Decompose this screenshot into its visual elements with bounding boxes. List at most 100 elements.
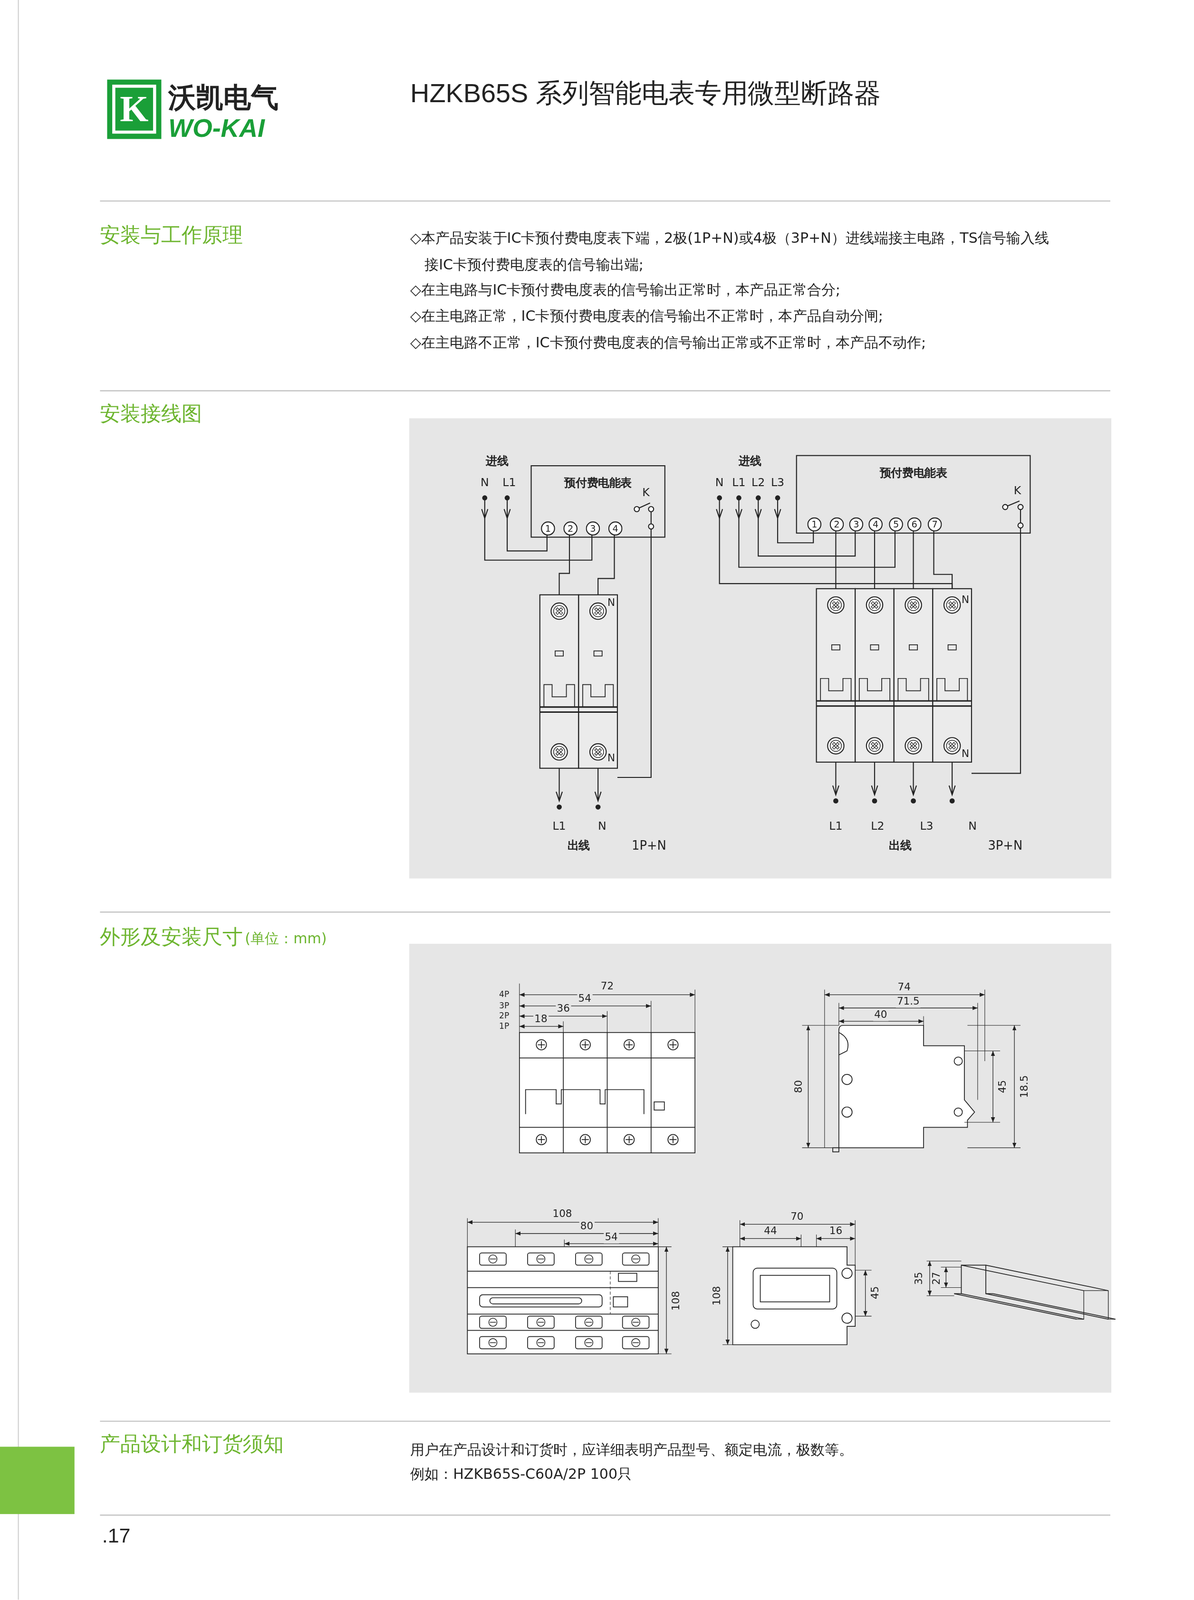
meter-side-drawing xyxy=(740,1238,802,1240)
wiring-3p-n xyxy=(910,762,917,804)
wiring-1p-n xyxy=(634,506,640,512)
dimension: 36 xyxy=(555,1003,571,1015)
brand-name: 沃凯电气 xyxy=(168,81,279,115)
logo-letter: K xyxy=(112,84,156,134)
meter-front-drawing xyxy=(575,1316,603,1329)
wiring-3p-n xyxy=(934,530,953,589)
meter-front-drawing xyxy=(575,1337,603,1350)
wiring-3p-n xyxy=(894,588,934,763)
wiring-3p-n xyxy=(871,762,878,804)
wire-label: L1 xyxy=(552,819,566,834)
terminal-number: 4 xyxy=(608,521,623,536)
terminal-number: 3 xyxy=(585,521,600,536)
meter-front-drawing xyxy=(527,1253,555,1266)
meter-front-drawing xyxy=(467,1218,672,1355)
wiring-3p-n xyxy=(755,495,762,519)
side-view-drawing xyxy=(824,990,985,1149)
meter-front-drawing xyxy=(527,1316,555,1329)
dimension: 80 xyxy=(793,1079,805,1095)
din-rail-drawing xyxy=(929,1261,930,1297)
meter-front-drawing xyxy=(609,1271,611,1315)
front-view-drawing xyxy=(519,1005,652,1007)
meter-side-drawing xyxy=(865,1270,866,1317)
body-text: 例如：HZKB65S-C60A/2P 100只 xyxy=(410,1465,632,1483)
meter-side-drawing xyxy=(841,1268,852,1279)
front-view-drawing xyxy=(536,1039,547,1050)
front-view-drawing xyxy=(519,1026,564,1027)
wiring-3p-n xyxy=(735,495,742,519)
wiring-1p-n xyxy=(650,511,652,525)
dimension: 72 xyxy=(599,981,616,993)
page-number: .17 xyxy=(102,1523,131,1549)
terminal-number: 2 xyxy=(563,521,578,536)
meter-front-drawing xyxy=(479,1253,507,1266)
dimension: 108 xyxy=(551,1209,573,1221)
meter-side-drawing xyxy=(732,1247,856,1346)
meter-box: 预付费电能表1234567 xyxy=(796,455,1031,534)
terminal-circle: 6 xyxy=(907,517,922,532)
wiring-3p-n xyxy=(932,588,972,763)
meter-front-drawing xyxy=(467,1271,658,1331)
side-view-drawing xyxy=(838,1025,975,1149)
dimension: 18.5 xyxy=(1019,1074,1031,1100)
wire-label: N xyxy=(597,819,607,834)
wiring-3p-n xyxy=(912,530,914,589)
meter-front-drawing xyxy=(479,1316,507,1329)
body-text: 用户在产品设计和订货时，应详细表明产品型号、额定电流，极数等。 xyxy=(410,1441,854,1459)
meter-box: 预付费电能表1234 xyxy=(530,465,665,538)
front-view-drawing xyxy=(519,994,695,996)
side-view-drawing xyxy=(953,1108,963,1117)
din-rail-drawing xyxy=(945,1267,947,1289)
terminal-circle: 1 xyxy=(807,517,822,532)
section-heading: 安装接线图 xyxy=(99,401,203,426)
wiring-1p-n xyxy=(597,534,615,596)
wire-label: 出线 xyxy=(888,839,912,853)
dimension: 16 xyxy=(828,1226,844,1238)
front-view-drawing xyxy=(580,1039,591,1050)
page-title: HZKB65S 系列智能电表专用微型断路器 xyxy=(410,75,890,111)
section-heading: 外形及安装尺寸 xyxy=(99,924,243,950)
meter-front-drawing xyxy=(527,1337,555,1350)
wiring-3p-n xyxy=(835,530,837,589)
meter-front-drawing xyxy=(658,1247,672,1355)
pole-count: 1P xyxy=(499,1021,510,1032)
wiring-1p-n xyxy=(595,768,602,810)
wiring-3p-n xyxy=(855,588,895,763)
page-frame xyxy=(409,418,1112,879)
wiring-3p-n xyxy=(874,530,876,589)
wire-label: L3 xyxy=(770,475,785,490)
meter-side-drawing xyxy=(722,1247,872,1346)
meter-front-drawing xyxy=(564,1243,659,1245)
meter-front-drawing xyxy=(665,1247,667,1355)
wiring-3p-n xyxy=(832,762,839,804)
side-view-drawing xyxy=(953,1057,963,1066)
wiring-3p-n xyxy=(774,495,781,519)
terminal-circle: 2 xyxy=(563,521,578,536)
front-view-drawing xyxy=(667,1134,678,1145)
dimension: 108 xyxy=(712,1285,723,1307)
meter-front-drawing xyxy=(467,1222,658,1223)
wiring-1p-n xyxy=(638,502,651,509)
unit-note: (单位：mm) xyxy=(244,930,327,948)
wiring-1p-n xyxy=(578,595,618,769)
meter-side-drawing xyxy=(740,1224,856,1225)
side-view-drawing xyxy=(808,1025,809,1149)
dimension: 71.5 xyxy=(895,996,921,1008)
meter-front-drawing xyxy=(467,1218,658,1248)
body-text: ◇本产品安装于IC卡预付费电度表下端，2极(1P+N)或4极（3P+N）进线端接… xyxy=(410,224,1125,278)
front-view-drawing xyxy=(536,1134,547,1145)
dimension: 80 xyxy=(579,1221,595,1233)
wire-label: 出线 xyxy=(567,839,590,853)
front-view-drawing xyxy=(519,983,695,1154)
meter-side-drawing xyxy=(740,1220,856,1266)
front-view-drawing xyxy=(624,1134,635,1145)
wiring-3p-n xyxy=(1002,504,1008,511)
meter-side-drawing xyxy=(751,1320,760,1329)
wiring-1p-n xyxy=(559,534,570,596)
front-view-drawing xyxy=(525,1089,645,1115)
wire-label: 1P+N xyxy=(631,838,667,854)
wire-label: L2 xyxy=(751,475,765,490)
wiring-1p-n xyxy=(484,518,592,561)
side-view-drawing xyxy=(838,1032,848,1056)
wiring-1p-n xyxy=(648,523,654,530)
